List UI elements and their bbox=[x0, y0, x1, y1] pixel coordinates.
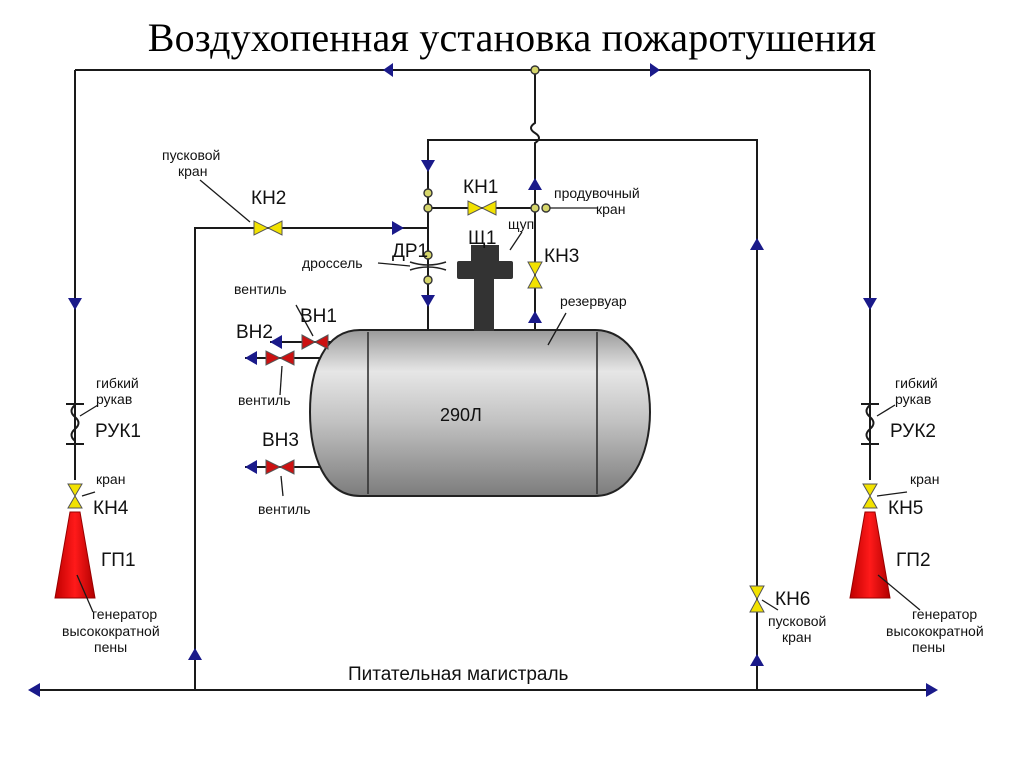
valve-kn1 bbox=[467, 200, 497, 216]
junction-nodes bbox=[423, 65, 551, 285]
label-dr1: ДР1 bbox=[392, 241, 428, 262]
flex-hose-ruk2 bbox=[865, 404, 875, 442]
valve-kn5 bbox=[862, 483, 878, 509]
note-generator-2-line3: пены bbox=[912, 639, 945, 655]
note-ventil-3: вентиль bbox=[258, 501, 311, 517]
hose-ticks-2 bbox=[861, 403, 879, 445]
valve-kn3 bbox=[527, 261, 543, 289]
label-vn1: ВН1 bbox=[300, 306, 337, 327]
leader-lines bbox=[76, 179, 921, 613]
label-kn6: КН6 bbox=[775, 589, 810, 610]
note-gibkiy-2: гибкий bbox=[895, 375, 938, 391]
note-schup: щуп bbox=[508, 216, 534, 232]
label-ruk1: РУК1 bbox=[95, 421, 141, 442]
flow-arrows bbox=[28, 63, 938, 697]
foam-generator-gp2 bbox=[849, 511, 891, 599]
note-pusk6-2: кран bbox=[782, 629, 811, 645]
tank: 290Л bbox=[308, 329, 652, 497]
note-produv-2: кран bbox=[596, 201, 625, 217]
note-generator-1-line2: высокократной bbox=[62, 623, 160, 639]
valve-kn4 bbox=[67, 483, 83, 509]
note-gibkiy-1: гибкий bbox=[96, 375, 139, 391]
tank-volume-label: 290Л bbox=[440, 405, 482, 425]
kn2-branch-pipe bbox=[194, 227, 428, 690]
note-generator-1-line1: генератор bbox=[92, 606, 157, 622]
note-rukav-2: рукав bbox=[895, 391, 931, 407]
label-kn3: КН3 bbox=[544, 246, 579, 267]
note-produv-1: продувочный bbox=[554, 185, 640, 201]
label-gp2: ГП2 bbox=[896, 550, 931, 571]
label-kn2: КН2 bbox=[251, 188, 286, 209]
note-generator-2-line2: высокократной bbox=[886, 623, 984, 639]
note-generator-2-line1: генератор bbox=[912, 606, 977, 622]
label-sch1: Щ1 bbox=[468, 228, 496, 249]
note-rezervuar: резервуар bbox=[560, 293, 627, 309]
label-kn1: КН1 bbox=[463, 177, 498, 198]
note-pusk6-1: пусковой bbox=[768, 613, 826, 629]
hose-ticks-1 bbox=[66, 403, 84, 445]
loop-pipe bbox=[427, 139, 758, 690]
valve-vn1 bbox=[301, 334, 329, 350]
note-ventil-2: вентиль bbox=[238, 392, 291, 408]
valve-vn3 bbox=[265, 459, 295, 475]
label-kn5: КН5 bbox=[888, 498, 923, 519]
note-pusk-kran-1: пусковой bbox=[162, 147, 220, 163]
diagram-title: Воздухопенная установка пожаротушения bbox=[147, 15, 877, 60]
note-drossel: дроссель bbox=[302, 255, 363, 271]
label-gp1: ГП1 bbox=[101, 550, 136, 571]
note-kran-1: кран bbox=[96, 471, 125, 487]
note-rukav-1: рукав bbox=[96, 391, 132, 407]
flex-hose-ruk1 bbox=[70, 404, 80, 442]
note-kran-2: кран bbox=[910, 471, 939, 487]
label-main-line: Питательная магистраль bbox=[348, 664, 569, 685]
throttle-dr1-icon bbox=[409, 261, 447, 271]
valve-kn6 bbox=[749, 585, 765, 613]
foam-generator-gp1 bbox=[54, 511, 96, 599]
note-generator-1-line3: пены bbox=[94, 639, 127, 655]
label-vn3: ВН3 bbox=[262, 430, 299, 451]
valve-kn2 bbox=[253, 220, 283, 236]
probe-sch1 bbox=[457, 245, 513, 331]
note-pusk-kran-2: кран bbox=[178, 163, 207, 179]
label-vn2: ВН2 bbox=[236, 322, 273, 343]
center-down-pipe bbox=[530, 70, 540, 280]
note-ventil-1: вентиль bbox=[234, 281, 287, 297]
valve-vn2 bbox=[265, 350, 295, 366]
label-kn4: КН4 bbox=[93, 498, 129, 519]
label-ruk2: РУК2 bbox=[890, 421, 936, 442]
